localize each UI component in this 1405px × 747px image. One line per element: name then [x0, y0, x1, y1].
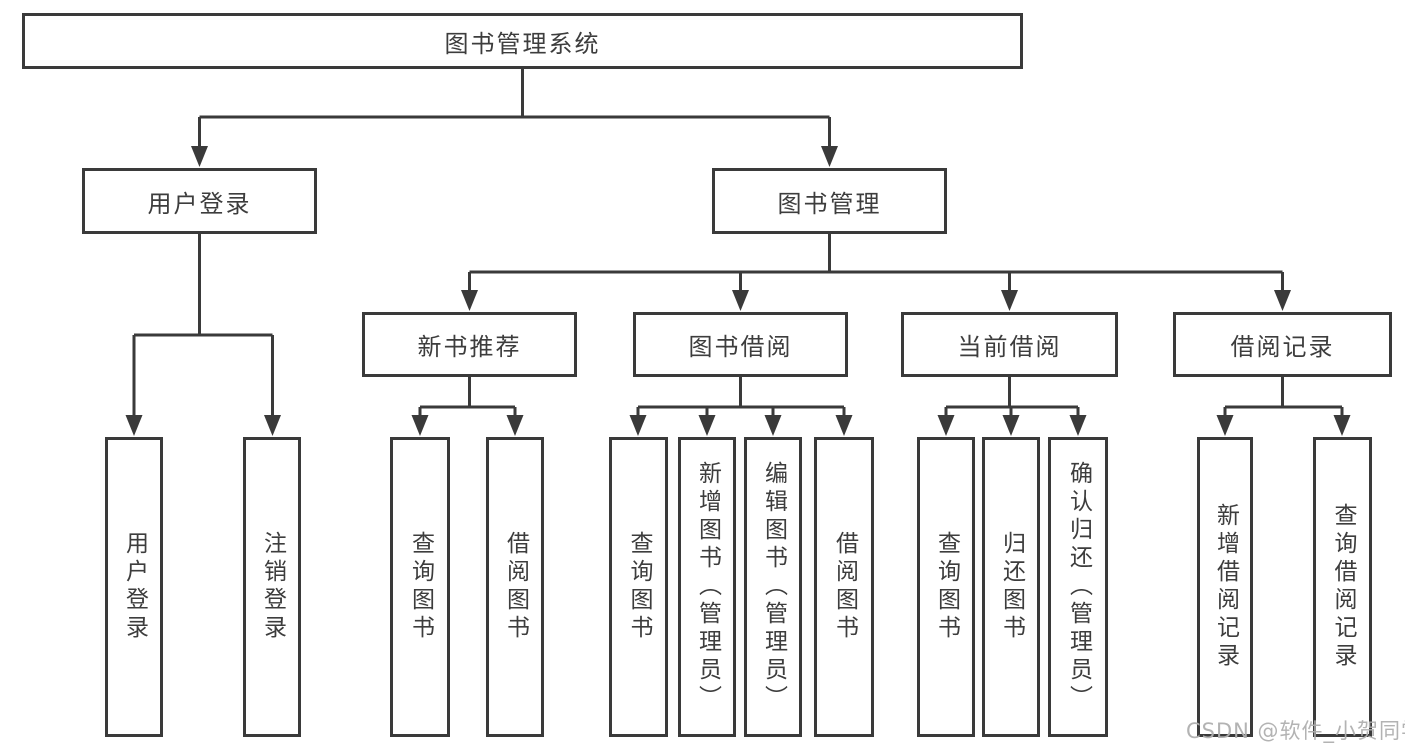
leaf-add-borrow-record-label: 新增借阅记录 [1212, 503, 1239, 671]
leaf-borrow-books-recommend: 借阅图书 [486, 437, 544, 737]
leaf-edit-books-admin: 编辑图书（管理员） [744, 437, 802, 737]
leaf-add-books-admin-label: 新增图书（管理员） [694, 461, 721, 713]
leaf-user-login-label: 用户登录 [121, 531, 148, 643]
leaf-borrow-books: 借阅图书 [814, 437, 874, 737]
node-root-system-label: 图书管理系统 [444, 29, 601, 58]
leaf-query-borrow-record-label: 查询借阅记录 [1330, 503, 1356, 671]
leaf-user-login: 用户登录 [105, 437, 163, 737]
node-user-login: 用户登录 [82, 168, 317, 234]
node-new-book-recommend-label: 新书推荐 [417, 333, 522, 361]
leaf-add-books-admin: 新增图书（管理员） [678, 437, 736, 737]
leaf-logout: 注销登录 [243, 437, 301, 737]
node-new-book-recommend: 新书推荐 [362, 312, 577, 377]
leaf-query-books-recommend-label: 查询图书 [407, 531, 434, 643]
node-current-borrowing-label: 当前借阅 [957, 333, 1062, 361]
node-borrowing-records: 借阅记录 [1173, 312, 1392, 377]
leaf-logout-label: 注销登录 [259, 531, 286, 643]
leaf-confirm-return-admin: 确认归还（管理员） [1048, 437, 1108, 737]
leaf-query-books-current-label: 查询图书 [933, 531, 960, 643]
leaf-confirm-return-admin-label: 确认归还（管理员） [1065, 461, 1092, 713]
watermark: CSDN @软件_小贺同学 [1186, 719, 1405, 743]
node-book-borrowing: 图书借阅 [633, 312, 848, 377]
leaf-add-borrow-record: 新增借阅记录 [1197, 437, 1253, 737]
node-root-system: 图书管理系统 [22, 13, 1023, 69]
node-book-management-label: 图书管理 [777, 189, 882, 218]
leaf-return-books-label: 归还图书 [998, 531, 1025, 643]
leaf-query-books-borrow-label: 查询图书 [626, 531, 652, 643]
node-book-management: 图书管理 [712, 168, 947, 234]
leaf-query-books-borrow: 查询图书 [609, 437, 668, 737]
leaf-borrow-books-recommend-label: 借阅图书 [502, 531, 529, 643]
node-user-login-label: 用户登录 [147, 189, 252, 218]
leaf-borrow-books-label: 借阅图书 [831, 531, 858, 643]
leaf-query-books-current: 查询图书 [917, 437, 975, 737]
leaf-edit-books-admin-label: 编辑图书（管理员） [760, 461, 787, 713]
node-current-borrowing: 当前借阅 [901, 312, 1118, 377]
leaf-query-books-recommend: 查询图书 [390, 437, 450, 737]
leaf-return-books: 归还图书 [982, 437, 1040, 737]
node-book-borrowing-label: 图书借阅 [688, 333, 793, 361]
node-borrowing-records-label: 借阅记录 [1230, 333, 1335, 361]
leaf-query-borrow-record: 查询借阅记录 [1313, 437, 1372, 737]
